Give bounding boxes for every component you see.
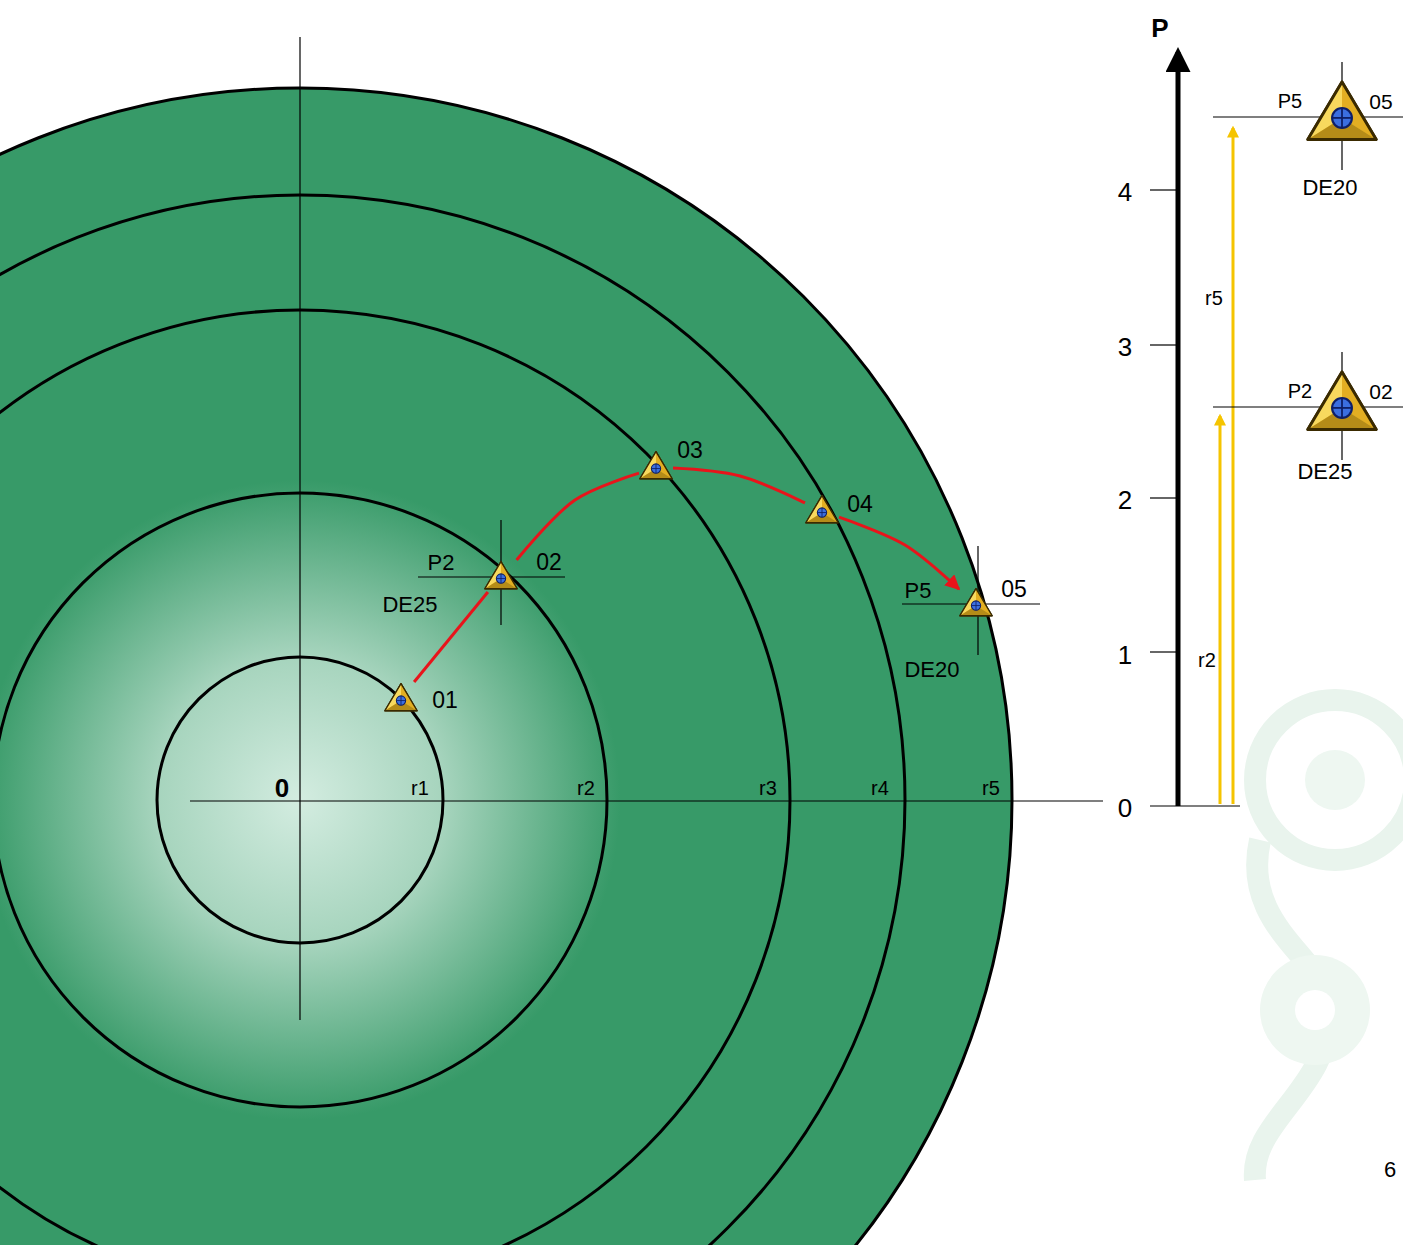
vertical-axis	[299, 37, 300, 1020]
tool-marker	[485, 562, 517, 589]
radius-label: r4	[871, 778, 889, 798]
tick-label: 3	[1118, 334, 1132, 360]
horizontal-axis	[190, 800, 1103, 801]
radius-label: r3	[759, 778, 777, 798]
tool-marker	[1308, 82, 1376, 140]
tick-label: 4	[1118, 179, 1132, 205]
callout-number: 02	[1369, 381, 1392, 402]
tool-position: 02	[484, 560, 518, 592]
tool-code: DE20	[1302, 177, 1357, 199]
callout-number: 05	[1369, 91, 1392, 112]
radius-label: r2	[1198, 650, 1216, 670]
page-number: 6	[1384, 1159, 1396, 1181]
tool-marker	[959, 587, 993, 619]
tool-position: 04	[805, 494, 839, 526]
power-label: P2	[1288, 381, 1312, 401]
tool-marker	[384, 682, 418, 714]
callout-number: 01	[432, 689, 458, 712]
tool-position: 03	[639, 450, 673, 482]
tool-position: 01	[384, 682, 418, 714]
tick-label: 2	[1118, 487, 1132, 513]
callout-number: 02	[536, 551, 562, 574]
tick-label: 0	[1118, 795, 1132, 821]
radius-label: r5	[982, 778, 1000, 798]
tool-marker	[385, 684, 417, 711]
tool-code: DE25	[1297, 461, 1352, 483]
axis-title: P	[1151, 15, 1168, 41]
radius-label: r2	[577, 778, 595, 798]
power-axis	[1150, 52, 1240, 806]
tool-marker	[484, 560, 518, 592]
origin-label: 0	[275, 775, 289, 801]
tool-marker	[1308, 372, 1376, 430]
level-line	[1213, 62, 1403, 460]
crosshair	[418, 520, 565, 625]
tool-position: 05	[959, 587, 993, 619]
tool-marker	[639, 450, 673, 482]
watermark-logo	[1255, 700, 1403, 1180]
tick-label: 1	[1118, 642, 1132, 668]
tool-code: DE25	[382, 594, 437, 616]
power-label: P5	[905, 580, 932, 602]
tool-path	[517, 473, 639, 560]
power-arrow	[1220, 128, 1233, 804]
tool-path	[839, 517, 959, 589]
tool-marker	[805, 494, 839, 526]
tool-marker	[806, 496, 838, 523]
crosshair	[902, 546, 1040, 655]
tool-code: DE20	[904, 659, 959, 681]
power-label: P2	[428, 552, 455, 574]
radius-label: r1	[411, 778, 429, 798]
tool-path	[673, 468, 805, 503]
callout-number: 05	[1001, 578, 1027, 601]
radius-label: r5	[1205, 288, 1223, 308]
tool-marker	[640, 452, 672, 479]
callout-number: 03	[677, 439, 703, 462]
callout-number: 04	[847, 493, 873, 516]
radius-zones	[0, 88, 1012, 1245]
power-label: P5	[1278, 91, 1302, 111]
tool-marker	[960, 589, 992, 616]
